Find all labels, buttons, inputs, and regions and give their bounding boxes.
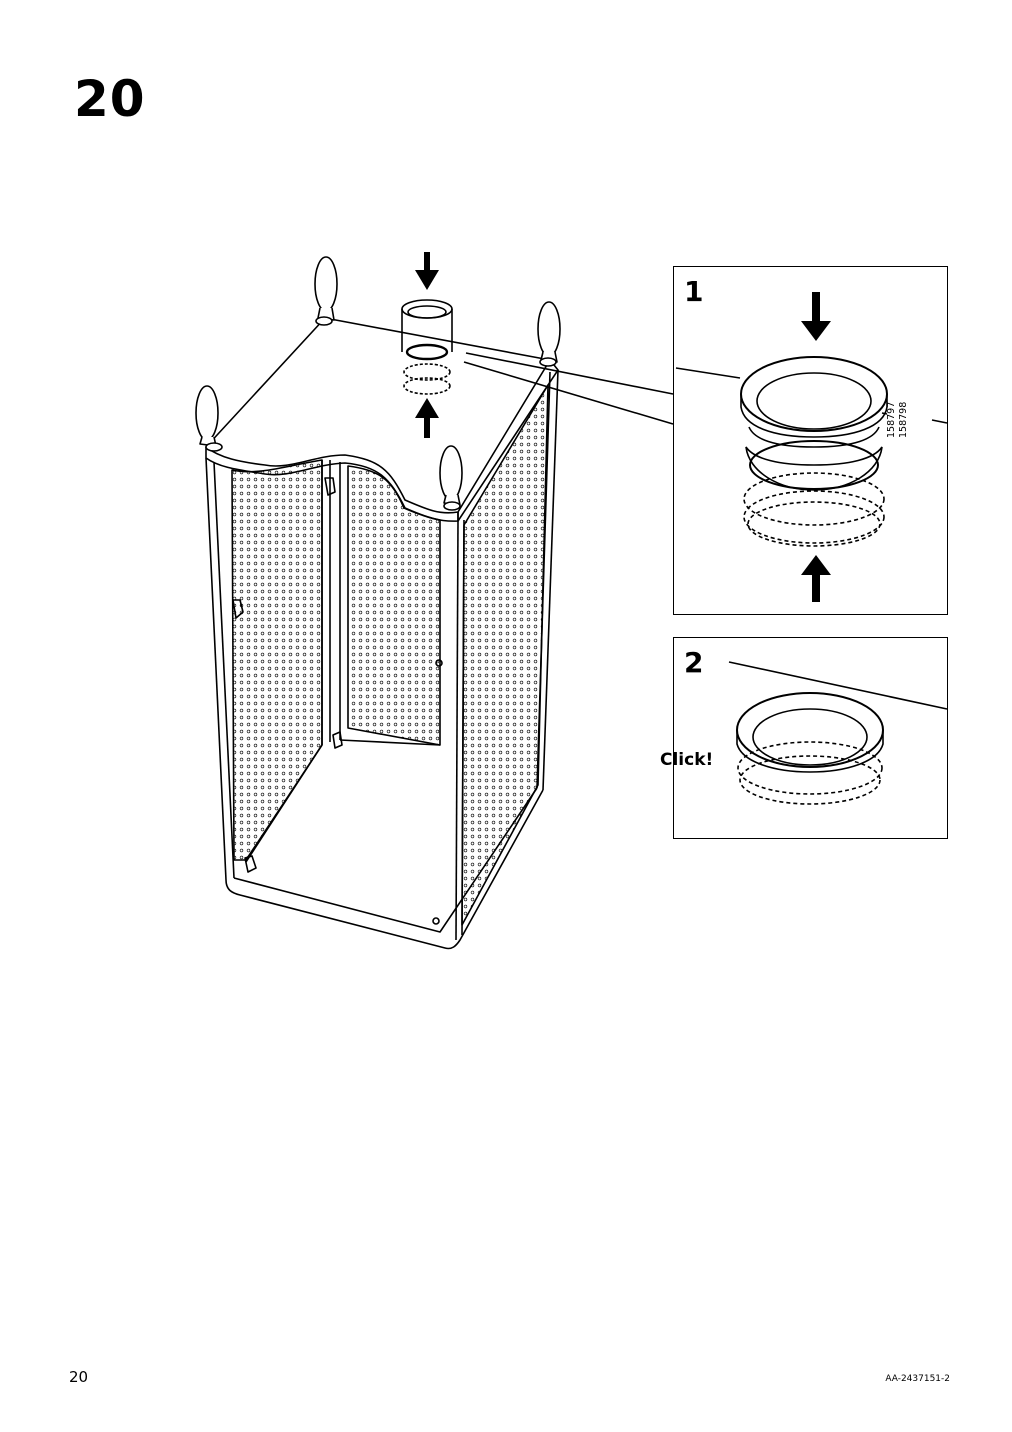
detail-panel-number: 1 [684, 275, 704, 308]
step-number: 20 [74, 70, 146, 128]
part-code: 158797 [886, 401, 897, 438]
page-number: 20 [69, 1368, 89, 1386]
click-label: Click! [660, 750, 714, 770]
arrow-up-icon [801, 555, 831, 602]
arrow-up-icon [415, 398, 439, 438]
ring-clicked-detail [728, 661, 948, 805]
arrow-down-icon [415, 252, 439, 290]
ring-insert-detail [675, 292, 948, 602]
detail-panel-number: 2 [684, 646, 704, 679]
detail-panel-2: 2 [673, 637, 948, 839]
document-code: AA-2437151-2 [885, 1374, 950, 1384]
arrow-down-icon [801, 292, 831, 341]
part-code: 158798 [898, 401, 909, 438]
detail-panel-1: 1 [673, 266, 948, 615]
part-codes: 158797 158798 [886, 388, 922, 438]
